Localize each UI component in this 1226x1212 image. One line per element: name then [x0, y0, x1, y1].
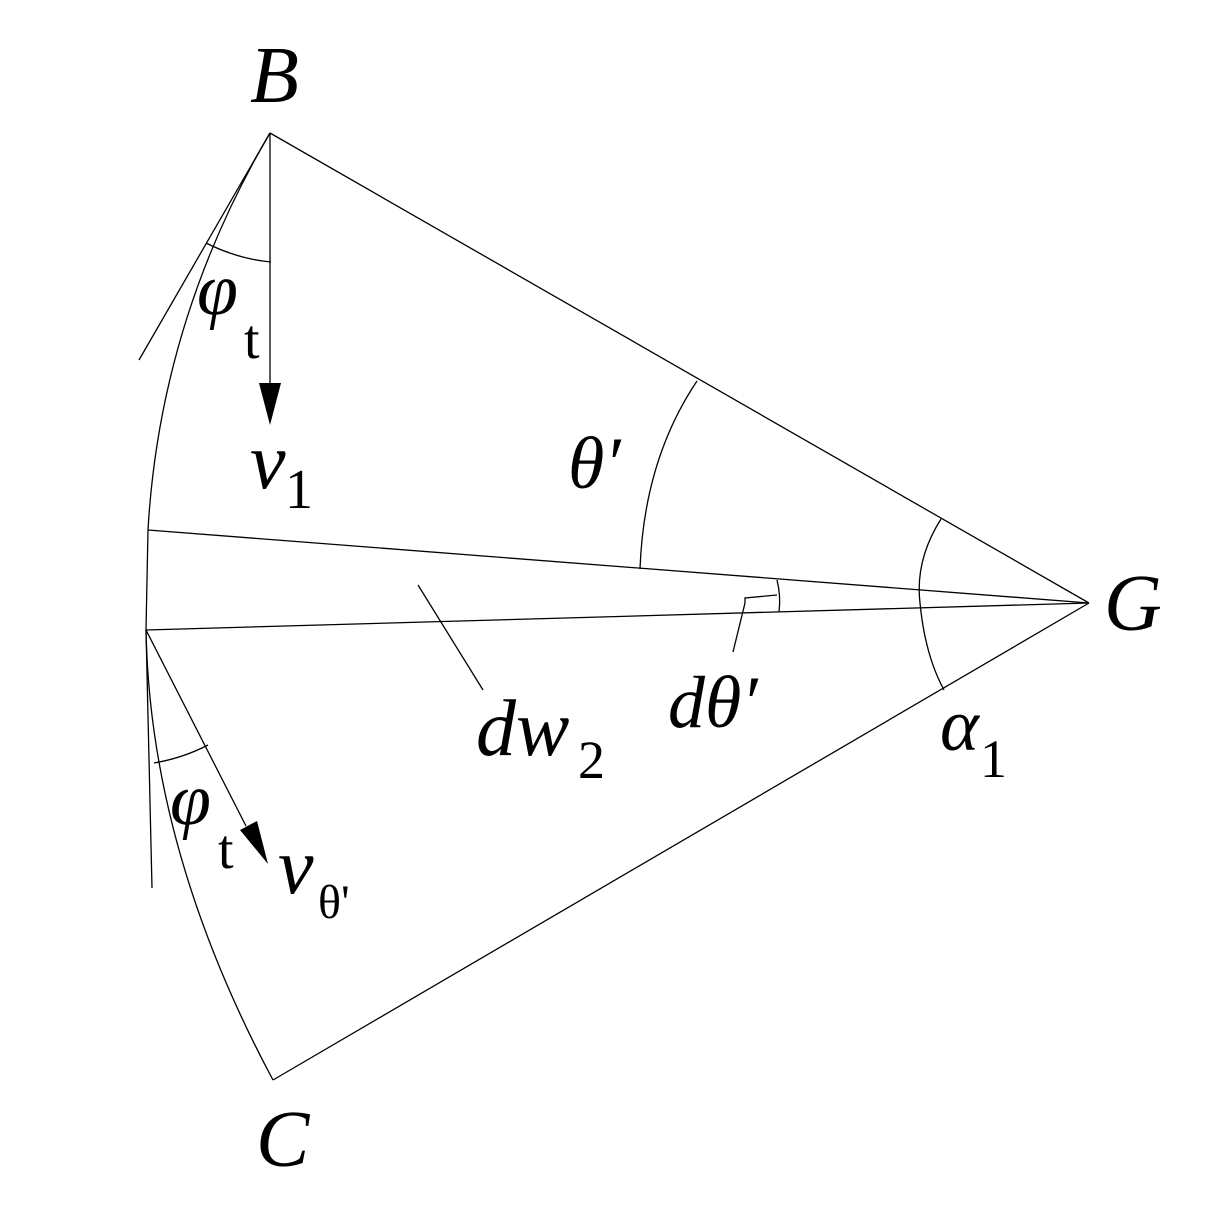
leader-dw — [417, 584, 484, 691]
label-phi-top-sub: t — [244, 309, 260, 371]
label-g: G — [1104, 560, 1162, 648]
edge-b-g — [269, 132, 1090, 604]
label-b: B — [250, 32, 299, 120]
tangent-bottom — [145, 629, 153, 889]
label-v-theta-sub: θ' — [318, 876, 350, 929]
velocity-vtheta-line — [145, 629, 247, 827]
arc-d-theta — [776, 579, 781, 613]
label-c: C — [256, 1096, 311, 1184]
velocity-vtheta-arrowhead — [240, 821, 268, 864]
edge-c-g — [272, 602, 1090, 1081]
d-theta-tick — [744, 594, 778, 603]
arc-phi-top — [205, 242, 272, 263]
label-alpha: α — [940, 685, 981, 767]
arc-theta-prime — [639, 380, 698, 570]
leader-d-theta — [732, 602, 746, 653]
arc-phi-bottom — [153, 744, 209, 764]
tangent-top — [138, 132, 271, 361]
label-alpha-sub: 1 — [980, 729, 1007, 789]
ray-upper — [147, 529, 1090, 604]
label-phi-top: φ — [197, 249, 238, 331]
ray-lower — [145, 602, 1090, 631]
velocity-v1-arrowhead — [259, 383, 281, 425]
label-dw: dw — [476, 685, 569, 773]
label-v-theta: v — [278, 823, 314, 911]
label-d-theta-prime: dθ′ — [668, 662, 759, 744]
label-phi-bottom: φ — [170, 759, 211, 841]
arc-alpha — [918, 518, 945, 691]
label-theta-prime: θ′ — [568, 423, 622, 505]
label-v1: v — [250, 418, 286, 506]
label-phi-bottom-sub: t — [218, 819, 234, 881]
label-dw-sub: 2 — [578, 730, 605, 790]
label-v1-sub: 1 — [285, 459, 313, 521]
